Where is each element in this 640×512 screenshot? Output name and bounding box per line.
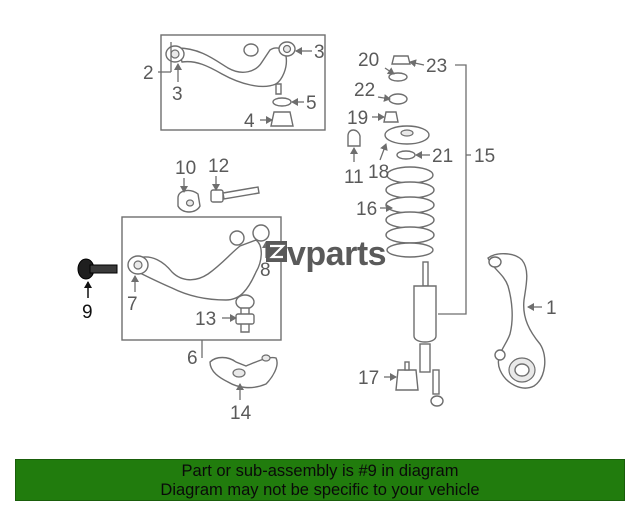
insulator-21 xyxy=(396,150,416,160)
shock-body xyxy=(413,285,437,343)
upper-nut-23 xyxy=(391,55,411,65)
callout-labels: 2 3 3 5 4 10 12 7 8 9 13 6 14 20 23 22 1… xyxy=(82,42,557,424)
callout-3a: 3 xyxy=(172,84,183,105)
part-info-banner: Part or sub-assembly is #9 in diagram Di… xyxy=(15,459,625,501)
callout-11: 11 xyxy=(344,167,364,188)
knuckle-lower-eye xyxy=(494,349,506,361)
callout-4: 4 xyxy=(244,111,255,132)
shock-mount-17 xyxy=(395,369,419,391)
stabilizer-bracket xyxy=(209,354,278,389)
adjuster-bolt-head xyxy=(210,189,224,203)
callout-3b: 3 xyxy=(314,42,325,63)
callout-14: 14 xyxy=(230,403,252,424)
upper-arm-bushing-left xyxy=(243,43,259,57)
cushion-22 xyxy=(388,93,408,105)
watermark-logo-z xyxy=(269,244,286,259)
upper-bump-stop xyxy=(270,111,294,127)
callout-8: 8 xyxy=(260,260,271,281)
callout-6: 6 xyxy=(187,348,198,369)
callout-19: 19 xyxy=(347,108,368,129)
coil-6 xyxy=(386,242,434,258)
lead-18 xyxy=(379,143,388,161)
lower-ball-joint-boot xyxy=(235,294,255,310)
upper-arm-bushing-rear-inner xyxy=(282,44,292,54)
coil-spring-16 xyxy=(385,166,435,258)
upper-control-arm-group xyxy=(160,34,326,131)
banner-line-2: Diagram may not be specific to your vehi… xyxy=(160,481,480,499)
shock-lower-tube xyxy=(419,343,431,373)
callout-17: 17 xyxy=(358,368,379,389)
callout-20: 20 xyxy=(358,50,379,71)
stabilizer-bracket-hole-2 xyxy=(261,354,271,362)
callout-18: 18 xyxy=(368,162,389,183)
lead-23 xyxy=(409,59,425,68)
lower-arm-bushing-rear xyxy=(252,224,270,242)
washer-20 xyxy=(388,72,408,82)
callout-22: 22 xyxy=(354,80,375,101)
cam-bolt-shank xyxy=(89,264,118,274)
coil-5 xyxy=(385,226,435,244)
knuckle-arm-eye xyxy=(488,256,502,268)
upper-ball-joint-stud xyxy=(275,83,282,95)
upper-control-arm xyxy=(177,47,288,88)
lower-control-arm xyxy=(137,239,262,301)
vparts-watermark: vparts xyxy=(266,235,387,273)
leader-lines xyxy=(84,42,542,400)
spring-upper-seat-hole xyxy=(400,129,414,137)
lead-15 xyxy=(438,64,467,315)
shock-lower-eye xyxy=(430,395,444,407)
callout-13: 13 xyxy=(195,309,216,330)
callout-9: 9 xyxy=(82,302,93,323)
steering-knuckle xyxy=(487,253,546,389)
coil-2 xyxy=(385,181,435,199)
upper-arm-bushing-front-inner xyxy=(170,49,180,59)
callout-23: 23 xyxy=(426,56,447,77)
bump-stopper-11 xyxy=(347,129,361,147)
shock-lower-eye-stem xyxy=(432,369,440,395)
lower-arm-bushing-rear-2 xyxy=(229,230,245,246)
cam-bolt-part-9 xyxy=(77,258,118,280)
callout-16: 16 xyxy=(356,199,377,220)
callout-21: 21 xyxy=(432,146,453,167)
callout-7: 7 xyxy=(127,294,138,315)
lower-arm-bushing-front-inner xyxy=(133,260,143,270)
shock-rod xyxy=(422,261,429,287)
upper-arm-box xyxy=(160,34,326,131)
lead-22 xyxy=(377,94,391,102)
callout-1: 1 xyxy=(546,298,557,319)
strut-assembly xyxy=(347,55,444,407)
cam-bushing-hole xyxy=(185,199,195,207)
bushing-and-bolt xyxy=(177,186,260,213)
callout-2: 2 xyxy=(143,63,154,84)
lead-20 xyxy=(384,67,395,75)
watermark-text: vparts xyxy=(287,235,386,273)
coil-1 xyxy=(386,166,434,184)
banner-line-1: Part or sub-assembly is #9 in diagram xyxy=(181,462,459,480)
coil-4 xyxy=(385,211,435,229)
knuckle-hub-bore-inner xyxy=(514,363,530,377)
lower-ball-joint-body xyxy=(235,313,255,325)
coil-3 xyxy=(385,196,435,214)
adjuster-bolt-shank xyxy=(222,186,260,200)
upper-ball-joint-washer xyxy=(272,97,292,107)
stabilizer-bracket-hole xyxy=(232,368,246,378)
callout-5: 5 xyxy=(306,93,317,114)
callout-12: 12 xyxy=(208,156,229,177)
spacer-19 xyxy=(383,111,399,123)
shock-mount-stud xyxy=(404,361,410,371)
callout-10: 10 xyxy=(175,158,196,179)
callout-15: 15 xyxy=(474,146,495,167)
